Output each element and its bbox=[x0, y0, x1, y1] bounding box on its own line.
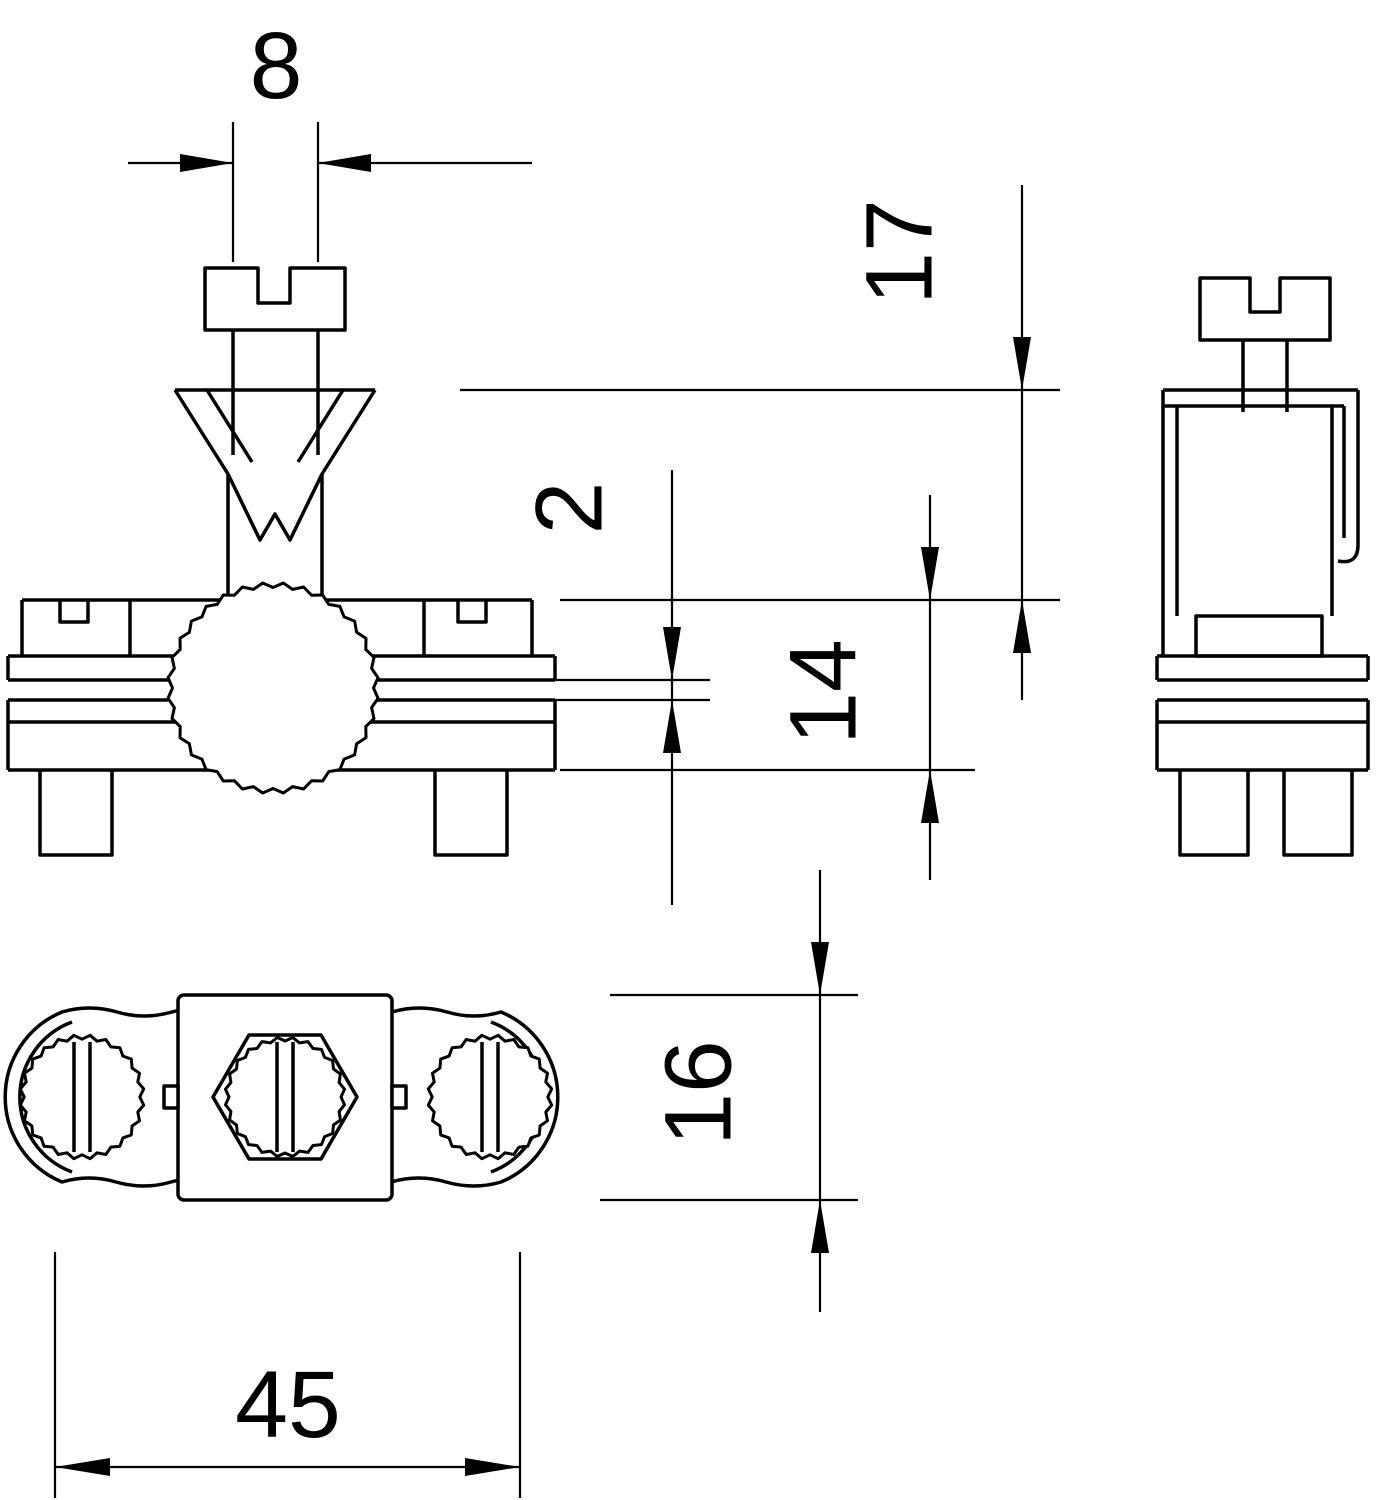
top-left-screw bbox=[18, 1033, 146, 1161]
top-right-screw-slot bbox=[480, 1042, 500, 1152]
dimension-14: 14 bbox=[770, 495, 939, 880]
dim-8-arrow-left bbox=[180, 154, 233, 172]
right-leg bbox=[433, 770, 509, 857]
jaw-groove bbox=[226, 473, 324, 542]
dim-45-label: 45 bbox=[235, 1352, 341, 1458]
top-right-screw bbox=[426, 1033, 554, 1161]
side-left-leg bbox=[1178, 770, 1250, 857]
dim-16-extension-lines bbox=[600, 993, 858, 1202]
dim-2-extension-lines bbox=[555, 678, 710, 702]
screw-shaft bbox=[231, 330, 320, 455]
dim-17-label: 17 bbox=[846, 199, 952, 305]
dim-2-arrow-top bbox=[663, 627, 681, 680]
dim-14-label: 14 bbox=[770, 639, 876, 745]
dim-2-label: 2 bbox=[516, 482, 622, 535]
reference-lines bbox=[460, 388, 1060, 772]
side-strap-clip bbox=[1337, 390, 1360, 564]
dim-16-arrow-bottom bbox=[811, 1200, 829, 1253]
top-right-tab bbox=[390, 1084, 408, 1110]
clamp-funnel bbox=[173, 388, 377, 600]
dim-14-arrow-bottom bbox=[921, 770, 939, 823]
dim-16-label: 16 bbox=[645, 1040, 751, 1146]
dim-45-extension-lines bbox=[53, 1252, 522, 1498]
dimension-2: 2 bbox=[516, 470, 710, 905]
top-view bbox=[3, 993, 560, 1202]
dimension-16: 16 bbox=[600, 870, 858, 1312]
dimension-8: 8 bbox=[128, 13, 532, 262]
side-insert bbox=[1194, 614, 1324, 658]
top-center-screw bbox=[224, 1036, 346, 1158]
dimension-17: 17 bbox=[846, 185, 1031, 700]
top-left-tab bbox=[162, 1084, 180, 1110]
side-right-leg bbox=[1282, 770, 1354, 857]
top-center-screw-slot bbox=[275, 1042, 295, 1152]
dim-2-arrow-bottom bbox=[663, 700, 681, 753]
side-strips bbox=[1155, 654, 1370, 772]
dim-8-extension-lines bbox=[231, 122, 320, 262]
top-left-screw-slot bbox=[72, 1042, 92, 1152]
screw-head bbox=[203, 266, 347, 332]
conductor-hole bbox=[166, 581, 380, 795]
side-view bbox=[1155, 276, 1370, 857]
dim-8-arrow-right bbox=[318, 154, 371, 172]
dim-45-arrow-right bbox=[465, 1458, 520, 1476]
side-screw-head bbox=[1198, 276, 1332, 342]
dim-16-arrow-top bbox=[811, 942, 829, 995]
front-view bbox=[6, 266, 557, 857]
side-body bbox=[1161, 388, 1358, 656]
dim-17-arrow-bottom bbox=[1013, 600, 1031, 653]
dim-17-arrow-top bbox=[1013, 337, 1031, 390]
dimension-45: 45 bbox=[53, 1252, 522, 1498]
dim-45-arrow-left bbox=[55, 1458, 110, 1476]
dim-14-arrow-top bbox=[921, 547, 939, 600]
side-screw-shaft bbox=[1241, 340, 1289, 412]
left-leg bbox=[38, 770, 114, 857]
dim-8-label: 8 bbox=[250, 13, 303, 119]
